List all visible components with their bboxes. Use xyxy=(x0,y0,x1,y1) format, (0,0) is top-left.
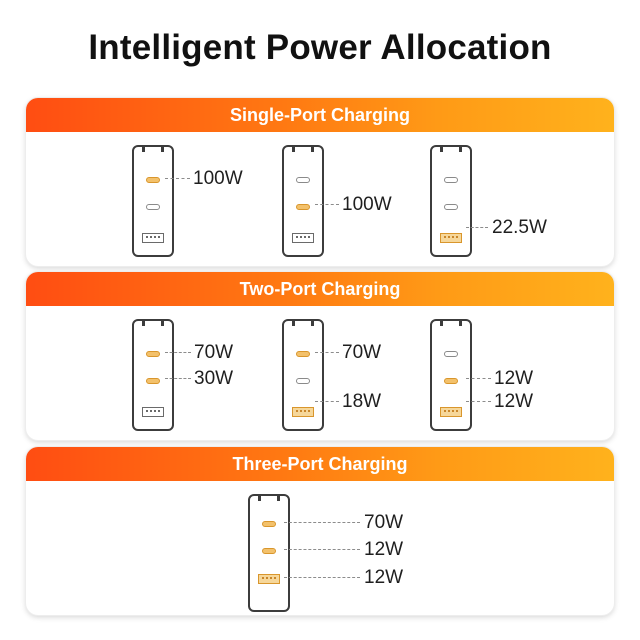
panel-header: Single-Port Charging xyxy=(26,98,614,132)
charger-illustration xyxy=(132,145,174,257)
charger-prong xyxy=(440,319,443,326)
connector-line xyxy=(165,378,191,379)
charger-illustration xyxy=(248,494,290,612)
charger-prong xyxy=(459,319,462,326)
charger-prong xyxy=(440,145,443,152)
wattage-label: 100W xyxy=(342,194,392,215)
usb-a-port xyxy=(142,407,164,417)
connector-line xyxy=(284,549,360,550)
connector-line xyxy=(315,352,339,353)
connector-line xyxy=(315,204,339,205)
charger-prong xyxy=(277,494,280,501)
usb-c-port-active xyxy=(444,378,458,384)
usb-c-port-active xyxy=(146,177,160,183)
usb-a-port-active xyxy=(258,574,280,584)
usb-a-port xyxy=(142,233,164,243)
wattage-label: 12W xyxy=(494,391,534,412)
wattage-label: 12W xyxy=(364,539,404,560)
three-port-panel: Three-Port Charging 70W 12W 12W xyxy=(26,447,614,615)
charger-prong xyxy=(142,319,145,326)
panel-body: 70W 12W 12W xyxy=(26,481,614,615)
usb-c-port-active xyxy=(262,548,276,554)
connector-line xyxy=(466,378,491,379)
charger-prong xyxy=(292,319,295,326)
connector-line xyxy=(165,352,191,353)
wattage-label: 70W xyxy=(364,512,404,533)
wattage-label: 12W xyxy=(364,567,404,588)
usb-c-port-active xyxy=(262,521,276,527)
wattage-label: 22.5W xyxy=(492,217,547,238)
charger-prong xyxy=(258,494,261,501)
connector-line xyxy=(284,522,360,523)
usb-c-port xyxy=(444,177,458,183)
usb-c-port xyxy=(296,378,310,384)
connector-line xyxy=(466,401,491,402)
charger-illustration xyxy=(430,319,472,431)
usb-a-port-active xyxy=(440,233,462,243)
usb-c-port-active xyxy=(296,351,310,357)
wattage-label: 30W xyxy=(194,368,234,389)
usb-c-port xyxy=(146,204,160,210)
wattage-label: 70W xyxy=(194,342,234,363)
usb-a-port-active xyxy=(292,407,314,417)
panel-header: Three-Port Charging xyxy=(26,447,614,481)
charger-prong xyxy=(142,145,145,152)
connector-line xyxy=(315,401,339,402)
wattage-label: 18W xyxy=(342,391,382,412)
panel-body: 70W 30W 70W 18W 12W 12W xyxy=(26,306,614,440)
single-port-panel: Single-Port Charging 100W 100W xyxy=(26,98,614,266)
usb-c-port xyxy=(444,351,458,357)
connector-line xyxy=(165,178,190,179)
wattage-label: 100W xyxy=(193,168,243,189)
connector-line xyxy=(466,227,488,228)
wattage-label: 70W xyxy=(342,342,382,363)
usb-c-port xyxy=(296,177,310,183)
wattage-label: 12W xyxy=(494,368,534,389)
charger-prong xyxy=(311,145,314,152)
usb-c-port-active xyxy=(146,351,160,357)
usb-a-port-active xyxy=(440,407,462,417)
page-title: Intelligent Power Allocation xyxy=(88,28,552,67)
usb-a-port xyxy=(292,233,314,243)
usb-c-port xyxy=(444,204,458,210)
charger-prong xyxy=(459,145,462,152)
usb-c-port-active xyxy=(296,204,310,210)
charger-illustration xyxy=(282,145,324,257)
panel-header: Two-Port Charging xyxy=(26,272,614,306)
charger-prong xyxy=(311,319,314,326)
usb-c-port-active xyxy=(146,378,160,384)
charger-prong xyxy=(161,319,164,326)
connector-line xyxy=(284,577,360,578)
charger-illustration xyxy=(132,319,174,431)
charger-illustration xyxy=(282,319,324,431)
charger-prong xyxy=(161,145,164,152)
panel-body: 100W 100W 22.5W xyxy=(26,132,614,266)
two-port-panel: Two-Port Charging 70W 30W 70W 18W xyxy=(26,272,614,440)
charger-illustration xyxy=(430,145,472,257)
charger-prong xyxy=(292,145,295,152)
